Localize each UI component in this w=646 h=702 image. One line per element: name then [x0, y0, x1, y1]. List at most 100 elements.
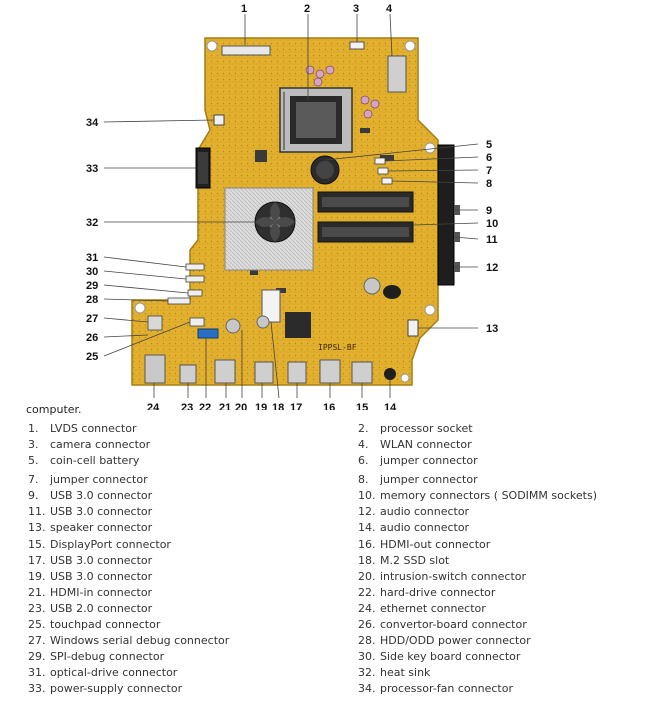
legend-label: DisplayPort connector — [50, 538, 171, 551]
callout-1: 1 — [241, 3, 247, 15]
legend-number: 26. — [358, 618, 376, 631]
callout-31: 31 — [86, 252, 98, 264]
legend-number: 20. — [358, 570, 376, 583]
legend-label: LVDS connector — [50, 422, 137, 435]
callout-32: 32 — [86, 217, 98, 229]
legend-number: 28. — [358, 634, 376, 647]
power-supply-connector — [195, 147, 211, 189]
legend-item: 9.USB 3.0 connector — [28, 489, 152, 502]
legend-item: 12.audio connector — [358, 505, 469, 518]
legend-number: 27. — [28, 634, 46, 647]
callout-6: 6 — [486, 152, 492, 164]
legend-label: ethernet connector — [380, 602, 486, 615]
processor-fan-connector — [213, 114, 225, 126]
memory-connectors — [317, 191, 414, 243]
legend-item: 17. USB 3.0 connector — [28, 554, 152, 567]
legend-item: 32.heat sink — [358, 666, 430, 679]
callout-4: 4 — [386, 3, 393, 15]
legend-label: audio connector — [380, 505, 470, 518]
legend-label: USB 3.0 connector — [50, 570, 153, 583]
legend-item: 8.jumper connector — [358, 473, 478, 486]
legend-label: intrusion-switch connector — [380, 570, 527, 583]
wlan-connector — [387, 55, 407, 93]
legend-item: 19. USB 3.0 connector — [28, 570, 152, 583]
leader-lines — [103, 13, 479, 399]
legend-label: HDD/ODD power connector — [380, 634, 531, 647]
legend-label: WLAN connector — [380, 438, 472, 451]
camera-connector — [349, 41, 365, 50]
legend-item: 26.convertor-board connector — [358, 618, 527, 631]
callout-13: 13 — [486, 323, 498, 335]
legend-number: 30. — [358, 650, 376, 663]
callout-34: 34 — [86, 117, 99, 129]
legend-label: processor socket — [380, 422, 473, 435]
legend-item: 13.speaker connector — [28, 521, 152, 534]
legend-number: 29. — [28, 650, 46, 663]
callout-3: 3 — [353, 3, 359, 15]
callout-30: 30 — [86, 266, 98, 278]
bottom-io-ports — [144, 354, 396, 384]
legend-number: 33. — [28, 682, 46, 695]
legend-label: optical-drive connector — [50, 666, 178, 679]
callout-12: 12 — [486, 262, 498, 274]
callout-23: 23 — [181, 402, 193, 410]
legend-label: coin-cell battery — [50, 454, 140, 467]
legend-number: 8. — [358, 473, 369, 486]
rear-port-details — [454, 205, 460, 272]
legend-number: 24. — [358, 602, 376, 615]
callout-25: 25 — [86, 351, 98, 363]
legend-item: 3. camera connector — [28, 438, 150, 451]
legend-label: hard-drive connector — [380, 586, 496, 599]
legend-number: 16. — [358, 538, 376, 551]
legend-number: 13. — [28, 521, 46, 534]
legend-item: 1. LVDS connector — [28, 422, 137, 435]
callout-7: 7 — [486, 165, 492, 177]
callout-18: 18 — [272, 402, 284, 410]
legend-label: camera connector — [50, 438, 151, 451]
legend-item: 16.HDMI-out connector — [358, 538, 490, 551]
processor-socket — [279, 87, 353, 153]
legend-number: 17. — [28, 554, 46, 567]
legend-item: 30.Side key board connector — [358, 650, 520, 663]
legend-label: USB 3.0 connector — [50, 505, 153, 518]
legend-item: 2.processor socket — [358, 422, 473, 435]
legend-number: 19. — [28, 570, 46, 583]
legend-item: 4. WLAN connector — [358, 438, 472, 451]
legend-item: 28. HDD/ODD power connector — [358, 634, 531, 647]
legend-number: 4. — [358, 438, 369, 451]
legend-item: 21.HDMI-in connector — [28, 586, 152, 599]
legend-item: 18.M.2 SSD slot — [358, 554, 449, 567]
callout-26: 26 — [86, 332, 98, 344]
legend-number: 5. — [28, 454, 39, 467]
motherboard-diagram: IPPSL-BF — [86, 3, 498, 410]
legend-item: 5. coin-cell battery — [28, 454, 139, 467]
legend-number: 10. — [358, 489, 376, 502]
mounting-holes — [134, 40, 436, 383]
legend-label: audio connector — [380, 521, 470, 534]
legend-number: 1. — [28, 422, 39, 435]
callout-16: 16 — [323, 402, 335, 410]
lvds-connector — [221, 45, 271, 56]
hard-drive-connector — [197, 328, 219, 339]
rear-port-stack — [437, 144, 455, 286]
legend-number: 7. — [28, 473, 39, 486]
legend-number: 25. — [28, 618, 46, 631]
legend-item: 15.DisplayPort connector — [28, 538, 171, 551]
legend-item: 6.jumper connector — [358, 454, 478, 467]
legend-number: 31. — [28, 666, 46, 679]
legend-label: processor-fan connector — [380, 682, 513, 695]
callout-24: 24 — [147, 402, 160, 410]
legend-number: 3. — [28, 438, 39, 451]
callout-19: 19 — [255, 402, 267, 410]
legend-label: USB 3.0 connector — [50, 554, 153, 567]
legend-number: 18. — [358, 554, 376, 567]
legend-number: 11. — [28, 505, 46, 518]
legend-item: 23.USB 2.0 connector — [28, 602, 152, 615]
callout-21: 21 — [219, 402, 231, 410]
callout-labels: 1 2 3 4 5 6 7 8 9 10 11 12 13 14 15 16 1… — [86, 3, 498, 410]
callout-28: 28 — [86, 294, 98, 306]
callout-29: 29 — [86, 280, 98, 292]
legend-number: 34. — [358, 682, 376, 695]
legend-label: USB 3.0 connector — [50, 489, 153, 502]
legend-item: 24. ethernet connector — [358, 602, 486, 615]
